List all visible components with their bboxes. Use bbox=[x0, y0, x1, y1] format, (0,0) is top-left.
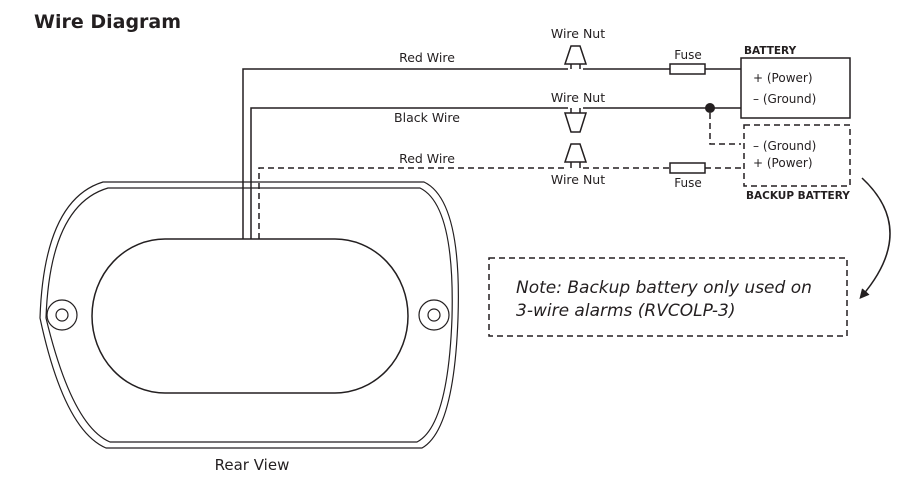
note-line-1: Note: Backup battery only used on bbox=[516, 278, 812, 298]
right-mount-hole bbox=[418, 299, 450, 331]
wire-nut-bottom: Wire Nut bbox=[551, 143, 605, 187]
fuse-top-label: Fuse bbox=[674, 48, 702, 62]
battery: BATTERY + (Power) – (Ground) bbox=[740, 45, 851, 119]
wire-nut-top: Wire Nut bbox=[551, 26, 605, 69]
fuse-bottom-label: Fuse bbox=[674, 176, 702, 190]
curved-arrow-icon bbox=[859, 177, 891, 300]
device-outer-housing bbox=[39, 181, 459, 449]
junction-dot bbox=[705, 103, 715, 113]
wire-nut-middle: Wire Nut bbox=[551, 90, 605, 133]
fuse-bottom: Fuse bbox=[669, 162, 706, 190]
black-wire-label: Black Wire bbox=[394, 110, 460, 125]
device-inner-housing bbox=[45, 187, 453, 443]
backup-battery-label: BACKUP BATTERY bbox=[746, 190, 850, 202]
rear-view-caption: Rear View bbox=[215, 456, 290, 474]
battery-label: BATTERY bbox=[744, 45, 797, 57]
wire-nut-bottom-label: Wire Nut bbox=[551, 172, 605, 187]
wire-nut-middle-label: Wire Nut bbox=[551, 90, 605, 105]
backup-ground-terminal: – (Ground) bbox=[753, 139, 816, 153]
red-wire-label: Red Wire bbox=[399, 50, 455, 65]
alarm-device: Rear View bbox=[39, 181, 459, 474]
backup-ground-link bbox=[709, 113, 741, 145]
backup-battery: – (Ground) + (Power) BACKUP BATTERY bbox=[743, 124, 851, 202]
battery-ground-terminal: – (Ground) bbox=[753, 92, 816, 106]
red-wire-backup: Red Wire bbox=[258, 151, 741, 239]
note-box: Note: Backup battery only used on 3-wire… bbox=[488, 257, 848, 337]
black-wire-ground: Black Wire bbox=[250, 103, 741, 239]
battery-power-terminal: + (Power) bbox=[753, 71, 813, 85]
red-wire-backup-label: Red Wire bbox=[399, 151, 455, 166]
note-line-2: 3-wire alarms (RVCOLP-3) bbox=[516, 301, 736, 321]
diagram-title: Wire Diagram bbox=[34, 11, 181, 33]
fuse-top: Fuse bbox=[669, 48, 706, 75]
wire-nut-top-label: Wire Nut bbox=[551, 26, 605, 41]
device-center-oval bbox=[91, 238, 409, 394]
red-wire-power: Red Wire bbox=[242, 50, 741, 239]
backup-power-terminal: + (Power) bbox=[753, 156, 813, 170]
left-mount-hole bbox=[46, 299, 78, 331]
